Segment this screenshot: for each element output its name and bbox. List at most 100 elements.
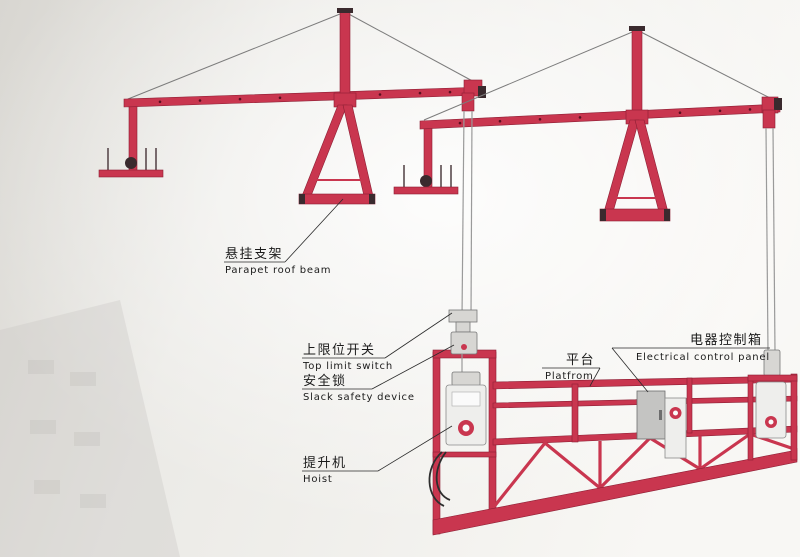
right-safety-rope bbox=[772, 127, 776, 353]
background-window bbox=[30, 420, 56, 434]
safety-lock-indicator bbox=[461, 344, 467, 350]
callout-parapet-roof-beam: 悬挂支架 Parapet roof beam bbox=[224, 198, 344, 276]
callout-hoist: 提升机 Hoist bbox=[302, 425, 453, 485]
right-counterweight-base bbox=[393, 186, 459, 195]
slack-safety-device-label-zh: 安全锁 bbox=[303, 373, 347, 389]
beam-hole bbox=[678, 111, 682, 114]
parapet-roof-beam-label-zh: 悬挂支架 bbox=[225, 247, 283, 262]
left-stirrup-mid-bar bbox=[432, 451, 497, 458]
left-a-frame-base bbox=[298, 193, 376, 205]
hoist-logo-inner bbox=[462, 424, 470, 432]
right-base-wheel bbox=[420, 175, 432, 187]
left-mast bbox=[339, 10, 351, 102]
right-hoist-logo-inner bbox=[768, 419, 774, 425]
callout-electrical-control-panel: 电器控制箱 Electrical control panel bbox=[611, 332, 770, 393]
beam-hole bbox=[278, 96, 282, 100]
platform-leader bbox=[589, 367, 601, 387]
beam-hole bbox=[198, 99, 202, 102]
electrical-control-panel-leader bbox=[611, 347, 649, 393]
platform-label-zh: 平台 bbox=[566, 353, 595, 368]
hoist-leader bbox=[377, 425, 453, 472]
right-mast-cap bbox=[629, 26, 645, 31]
background-window bbox=[74, 432, 100, 446]
right-roof-beam bbox=[419, 103, 781, 130]
beam-hole bbox=[718, 109, 722, 113]
hoist-motor bbox=[451, 371, 481, 387]
left-counterweight-base bbox=[98, 169, 164, 178]
platform-rail-post bbox=[686, 377, 693, 434]
left-a-frame-base-cap bbox=[369, 194, 375, 204]
beam-hole bbox=[578, 116, 582, 119]
beam-hole bbox=[498, 119, 502, 123]
platform-toe-board bbox=[432, 449, 798, 536]
right-a-frame-base-cap bbox=[600, 209, 606, 221]
beam-hole bbox=[748, 108, 752, 111]
left-stirrup-inner-post bbox=[488, 351, 497, 511]
slack-safety-device-leader bbox=[371, 344, 455, 390]
hoist-label-zh: 提升机 bbox=[303, 455, 347, 471]
electrical-control-panel-label-en: Electrical control panel bbox=[636, 352, 770, 363]
right-stirrup-outer-post bbox=[790, 373, 798, 461]
left-beam-front-end-cap bbox=[478, 86, 486, 98]
right-tension-wire-rear bbox=[423, 29, 638, 121]
left-beam-holes bbox=[158, 90, 452, 104]
left-tension-wire-front bbox=[344, 11, 479, 85]
joint-plate-logo-inner bbox=[673, 410, 678, 416]
background-window bbox=[34, 480, 60, 494]
beam-hole bbox=[378, 93, 382, 96]
parapet-roof-beam-label-en: Parapet roof beam bbox=[225, 265, 331, 276]
callout-slack-safety-device: 安全锁 Slack safety device bbox=[302, 344, 455, 403]
top-limit-switch bbox=[448, 309, 478, 323]
left-beam-rope-hanger bbox=[461, 92, 475, 112]
left-roof-beam-assembly bbox=[98, 8, 486, 205]
right-a-frame-base-cap bbox=[664, 209, 670, 221]
control-panel-handle bbox=[659, 410, 662, 420]
beam-hole bbox=[158, 100, 162, 104]
background-building-shadow bbox=[0, 300, 180, 557]
slack-safety-device bbox=[450, 331, 478, 355]
right-mast bbox=[631, 28, 643, 118]
top-limit-switch-plate bbox=[455, 321, 471, 333]
background-window bbox=[28, 360, 54, 374]
background-window bbox=[80, 494, 106, 508]
top-limit-switch-leader bbox=[384, 312, 453, 359]
beam-hole bbox=[458, 121, 462, 125]
left-tension-wire-rear bbox=[127, 11, 346, 100]
wire-ropes bbox=[461, 110, 776, 353]
hoist-nameplate bbox=[451, 391, 481, 407]
callout-platform: 平台 Platfrom bbox=[542, 353, 601, 387]
right-working-rope bbox=[765, 127, 769, 353]
beam-hole bbox=[538, 118, 542, 121]
beam-hole bbox=[418, 91, 422, 95]
background-building-windows bbox=[28, 360, 106, 508]
left-stirrup-outer-post bbox=[432, 351, 441, 535]
right-beam-rope-hanger bbox=[762, 109, 776, 129]
platform-assembly bbox=[428, 309, 798, 536]
right-hoist-body bbox=[755, 381, 787, 439]
parapet-roof-beam-leader bbox=[284, 198, 344, 263]
hoist-power-cable-loop bbox=[435, 451, 451, 501]
top-limit-switch-label-en: Top limit switch bbox=[302, 361, 393, 372]
hoist-label-en: Hoist bbox=[303, 474, 333, 485]
right-beam-front-end-cap bbox=[774, 98, 782, 110]
left-working-rope bbox=[461, 110, 465, 319]
right-stirrup-top-bar bbox=[747, 374, 798, 382]
beam-hole bbox=[238, 97, 242, 101]
slack-safety-device-label-en: Slack safety device bbox=[303, 392, 415, 403]
top-limit-switch-label-zh: 上限位开关 bbox=[303, 343, 376, 358]
left-base-wheel bbox=[125, 157, 137, 169]
callout-top-limit-switch: 上限位开关 Top limit switch bbox=[302, 312, 453, 372]
hoist-power-cable bbox=[428, 451, 445, 507]
background-window bbox=[70, 372, 96, 386]
electrical-control-panel-label-zh: 电器控制箱 bbox=[690, 332, 763, 348]
platform-rail-post bbox=[571, 383, 579, 443]
left-a-frame-base-cap bbox=[299, 194, 305, 204]
right-beam-holes bbox=[458, 108, 752, 125]
right-tension-wire-front bbox=[636, 29, 773, 100]
right-stirrup-inner-post bbox=[747, 377, 754, 461]
right-a-frame-base bbox=[599, 208, 671, 222]
right-roof-beam-assembly bbox=[393, 26, 782, 222]
left-safety-rope bbox=[470, 110, 473, 319]
platform-label-en: Platfrom bbox=[545, 371, 594, 382]
